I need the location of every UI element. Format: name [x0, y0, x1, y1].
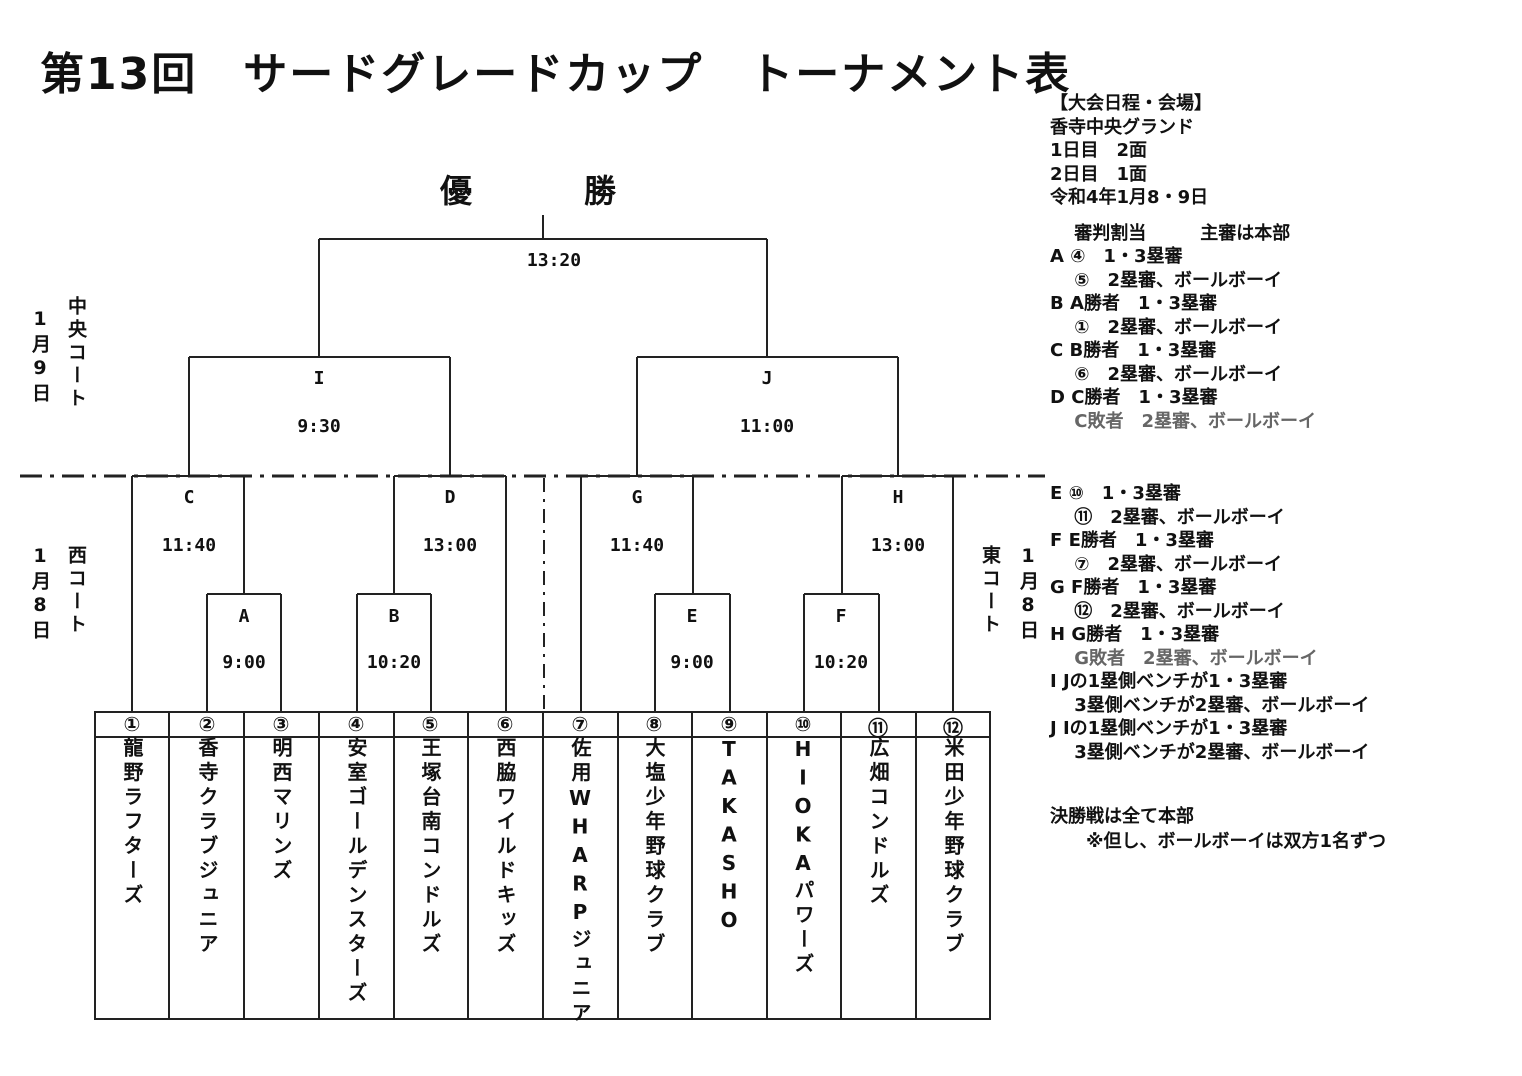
team-number: ③ [272, 712, 290, 736]
team-name: 安室ゴールデンスターズ [344, 737, 368, 1007]
referee-line: G F勝者 1・3塁審 [1050, 577, 1217, 598]
referee-line: G敗者 2塁審、ボールボーイ [1050, 647, 1318, 669]
final-time: 13:20 [526, 250, 582, 271]
match-j-time: 11:00 [739, 416, 795, 437]
referee-line: 3塁側ベンチが2塁審、ボールボーイ [1050, 694, 1370, 716]
team-number: ② [198, 712, 216, 736]
west-court-name: 西コート [65, 545, 87, 637]
team-number: ⑩ [794, 712, 812, 736]
match-c-time: 11:40 [161, 535, 217, 556]
team-name: 西脇ワイルドキッズ [493, 737, 517, 958]
team-number: ⑥ [496, 712, 514, 736]
central-court-name: 中央コート [65, 296, 87, 411]
match-h-label: H [892, 487, 904, 508]
team-name: 明西マリンズ [269, 737, 293, 884]
match-g-label: G [631, 487, 643, 508]
page-title: 第13回 サードグレードカップ トーナメント表 [40, 49, 1072, 100]
match-h-time: 13:00 [870, 535, 926, 556]
referee-line: ⑤ 2塁審、ボールボーイ [1050, 269, 1283, 291]
final-note-sub: ※但し、ボールボーイは双方1名ずつ [1050, 831, 1387, 852]
referee-line: ① 2塁審、ボールボーイ [1050, 316, 1283, 338]
referee-line: F E勝者 1・3塁審 [1050, 530, 1214, 551]
match-f-time: 10:20 [813, 652, 869, 673]
team-name: 王塚台南コンドルズ [418, 737, 442, 958]
east-court-date: 1月8日 [1017, 545, 1039, 643]
match-i-time: 9:30 [297, 416, 341, 437]
west-court-date: 1月8日 [29, 545, 51, 643]
team-number: ⑤ [421, 712, 439, 736]
team-name: 米田少年野球クラブ [941, 737, 965, 958]
match-b-time: 10:20 [366, 652, 422, 673]
referee-line: H G勝者 1・3塁審 [1050, 624, 1220, 645]
team-number: ⑨ [720, 712, 738, 736]
central-court-date: 1月9日 [29, 308, 51, 406]
day1: 1日目 2面 [1050, 140, 1148, 161]
referee-line: C敗者 2塁審、ボールボーイ [1050, 410, 1316, 432]
match-a-label: A [238, 606, 250, 627]
referee-line: ⑥ 2塁審、ボールボーイ [1050, 363, 1283, 385]
match-e-label: E [686, 606, 698, 627]
referee-line: J Iの1塁側ベンチが1・3塁審 [1050, 718, 1288, 739]
referee-heading: 審判割当 主審は本部 [1050, 222, 1291, 244]
referee-line: B A勝者 1・3塁審 [1050, 293, 1217, 314]
referee-line: E ⑩ 1・3塁審 [1050, 483, 1181, 504]
team-number: ⑦ [571, 712, 589, 736]
info-panel: 【大会日程・会場】 香寺中央グランド 1日目 2面 2日目 1面 令和4年1月8… [1050, 92, 1369, 764]
team-number: ⑧ [645, 712, 663, 736]
referee-line: D C勝者 1・3塁審 [1050, 387, 1218, 408]
team-name: 香寺クラブジュニア [195, 737, 219, 958]
champion-label: 優 勝 [440, 172, 657, 210]
match-b-label: B [388, 606, 400, 627]
match-f-label: F [835, 606, 847, 627]
team-name: HIOKAパワーズ [791, 737, 815, 978]
team-name: 佐用WHARPジュニア [568, 737, 592, 1027]
match-j-label: J [761, 368, 773, 389]
team-number: ④ [347, 712, 365, 736]
match-d-time: 13:00 [422, 535, 478, 556]
final-note: 決勝戦は全て本部 [1050, 806, 1194, 827]
referee-line: 3塁側ベンチが2塁審、ボールボーイ [1050, 741, 1370, 763]
match-g-time: 11:40 [609, 535, 665, 556]
referee-line: ⑪ 2塁審、ボールボーイ [1050, 506, 1285, 528]
team-number: ① [123, 712, 141, 736]
team-name: 広畑コンドルズ [866, 737, 890, 909]
team-name: 大塩少年野球クラブ [642, 737, 666, 958]
referee-line: ⑫ 2塁審、ボールボーイ [1050, 600, 1285, 622]
team-number: ⑫ [943, 716, 963, 740]
final-notes: 決勝戦は全て本部 ※但し、ボールボーイは双方1名ずつ [1050, 804, 1386, 854]
referee-line: A ④ 1・3塁審 [1050, 246, 1183, 267]
team-name: TAKASHO [717, 737, 741, 937]
east-court-name: 東コート [979, 545, 1001, 637]
referee-line: C B勝者 1・3塁審 [1050, 340, 1217, 361]
team-number: ⑪ [868, 716, 888, 740]
match-d-label: D [444, 487, 456, 508]
day2: 2日目 1面 [1050, 163, 1148, 185]
referee-line: I Jの1塁側ベンチが1・3塁審 [1050, 671, 1288, 692]
venue: 香寺中央グランド [1050, 116, 1194, 138]
dates: 令和4年1月8・9日 [1050, 187, 1209, 208]
match-a-time: 9:00 [222, 652, 266, 673]
match-i-label: I [313, 368, 325, 389]
team-name: 龍野ラフターズ [120, 737, 144, 909]
match-e-time: 9:00 [670, 652, 714, 673]
schedule-heading: 【大会日程・会場】 [1050, 93, 1212, 114]
match-c-label: C [183, 487, 195, 508]
referee-line: ⑦ 2塁審、ボールボーイ [1050, 553, 1283, 575]
